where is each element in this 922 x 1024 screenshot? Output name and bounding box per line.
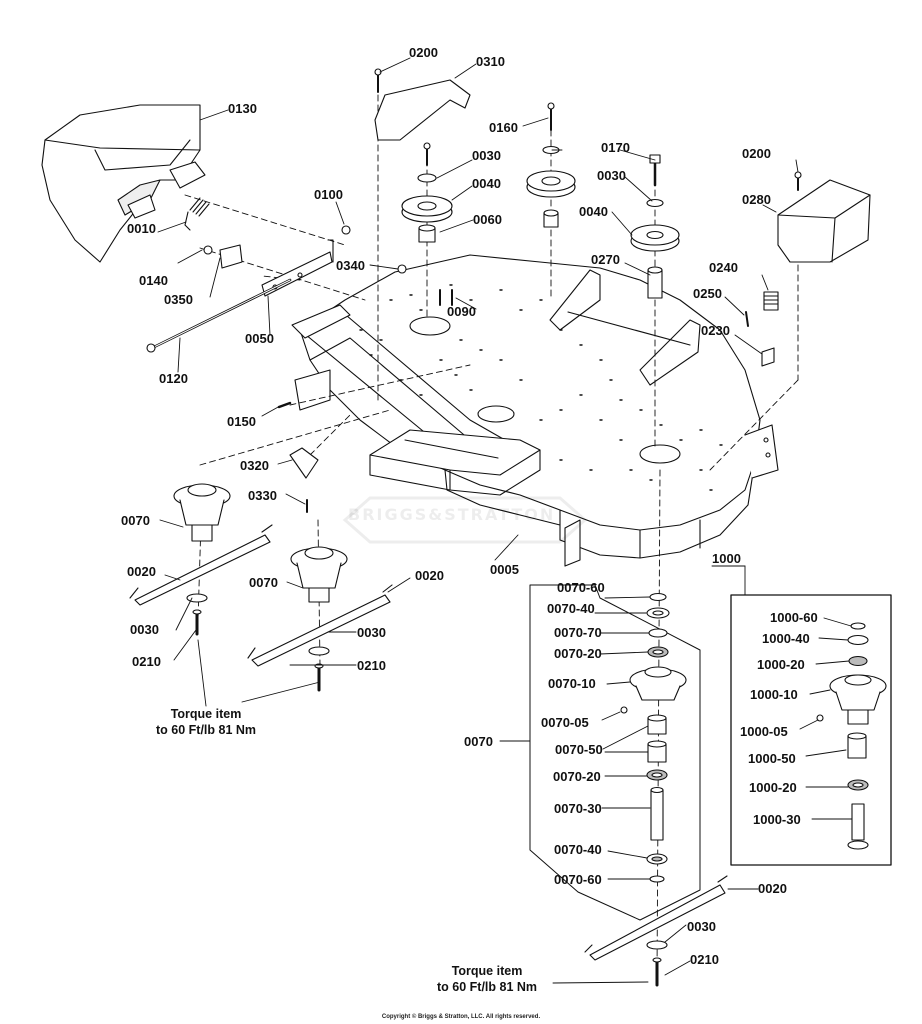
part-label-1000-20[interactable]: 1000-20 xyxy=(749,780,797,795)
part-label-0200[interactable]: 0200 xyxy=(409,45,438,60)
part-label-0070-60[interactable]: 0070-60 xyxy=(557,580,605,595)
part-label-0070-40[interactable]: 0070-40 xyxy=(554,842,602,857)
part-label-0070-20[interactable]: 0070-20 xyxy=(553,769,601,784)
part-label-0070-70[interactable]: 0070-70 xyxy=(554,625,602,640)
part-label-0040[interactable]: 0040 xyxy=(579,204,608,219)
mower-deck-shell xyxy=(291,254,779,567)
spindle-0070-parts xyxy=(620,592,687,883)
part-label-0070-20[interactable]: 0070-20 xyxy=(554,646,602,661)
spindle-1000-parts xyxy=(816,622,887,850)
part-label-0170[interactable]: 0170 xyxy=(601,140,630,155)
part-label-0020[interactable]: 0020 xyxy=(415,568,444,583)
part-label-0160[interactable]: 0160 xyxy=(489,120,518,135)
part-label-0040[interactable]: 0040 xyxy=(472,176,501,191)
part-label-0350[interactable]: 0350 xyxy=(164,292,193,307)
part-label-0130[interactable]: 0130 xyxy=(228,101,257,116)
part-label-0090[interactable]: 0090 xyxy=(447,304,476,319)
brand-watermark-logo xyxy=(342,496,588,544)
part-label-0270[interactable]: 0270 xyxy=(591,252,620,267)
part-label-0070[interactable]: 0070 xyxy=(249,575,278,590)
part-label-0070[interactable]: 0070 xyxy=(464,734,493,749)
brand-watermark-text: BRIGGS&STRATTON xyxy=(348,505,556,524)
part-label-0050[interactable]: 0050 xyxy=(245,331,274,346)
torque-note-left-line2: to 60 Ft/lb 81 Nm xyxy=(156,722,257,737)
part-label-0030[interactable]: 0030 xyxy=(472,148,501,163)
part-label-0250[interactable]: 0250 xyxy=(693,286,722,301)
discharge-chute xyxy=(41,104,206,263)
part-label-0340[interactable]: 0340 xyxy=(336,258,365,273)
part-label-0070-60[interactable]: 0070-60 xyxy=(554,872,602,887)
copyright-notice: Copyright © Briggs & Stratton, LLC. All … xyxy=(381,1014,541,1020)
torque-note-bottom-line1: Torque item xyxy=(451,964,523,978)
part-label-0210[interactable]: 0210 xyxy=(357,658,386,673)
part-label-0030[interactable]: 0030 xyxy=(597,168,626,183)
part-label-0070[interactable]: 0070 xyxy=(121,513,150,528)
idler-pulleys xyxy=(401,102,680,299)
part-label-0150[interactable]: 0150 xyxy=(227,414,256,429)
torque-note-left: Torque item to 60 Ft/lb 81 Nm xyxy=(156,707,256,738)
part-label-1000-60[interactable]: 1000-60 xyxy=(770,610,818,625)
part-label-0100[interactable]: 0100 xyxy=(314,187,343,202)
part-label-1000-50[interactable]: 1000-50 xyxy=(748,751,796,766)
torque-note-bottom: Torque item to 60 Ft/lb 81 Nm xyxy=(437,964,537,995)
part-label-0010[interactable]: 0010 xyxy=(127,221,156,236)
part-label-0030[interactable]: 0030 xyxy=(357,625,386,640)
part-label-0230[interactable]: 0230 xyxy=(701,323,730,338)
part-label-1000-30[interactable]: 1000-30 xyxy=(753,812,801,827)
part-label-0030[interactable]: 0030 xyxy=(130,622,159,637)
torque-note-left-line1: Torque item xyxy=(170,707,242,721)
part-label-0060[interactable]: 0060 xyxy=(473,212,502,227)
part-label-0280[interactable]: 0280 xyxy=(742,192,771,207)
part-label-0070-30[interactable]: 0070-30 xyxy=(554,801,602,816)
part-label-0070-05[interactable]: 0070-05 xyxy=(541,715,589,730)
part-label-0210[interactable]: 0210 xyxy=(132,654,161,669)
part-label-0330[interactable]: 0330 xyxy=(248,488,277,503)
part-label-0120[interactable]: 0120 xyxy=(159,371,188,386)
part-label-0140[interactable]: 0140 xyxy=(139,273,168,288)
part-label-0020[interactable]: 0020 xyxy=(758,881,787,896)
part-label-1000-40[interactable]: 1000-40 xyxy=(762,631,810,646)
part-label-0310[interactable]: 0310 xyxy=(476,54,505,69)
part-label-0030[interactable]: 0030 xyxy=(687,919,716,934)
torque-note-bottom-line2: to 60 Ft/lb 81 Nm xyxy=(437,979,538,994)
left-spindle-group xyxy=(129,483,393,692)
part-label-1000-05[interactable]: 1000-05 xyxy=(740,724,788,739)
part-label-0005[interactable]: 0005 xyxy=(490,562,519,577)
part-label-0070-10[interactable]: 0070-10 xyxy=(548,676,596,691)
part-label-1000-10[interactable]: 1000-10 xyxy=(750,687,798,702)
part-label-0200[interactable]: 0200 xyxy=(742,146,771,161)
part-label-1000-20[interactable]: 1000-20 xyxy=(757,657,805,672)
part-label-0070-40[interactable]: 0070-40 xyxy=(547,601,595,616)
part-label-1000[interactable]: 1000 xyxy=(712,551,741,566)
part-label-0020[interactable]: 0020 xyxy=(127,564,156,579)
part-label-0240[interactable]: 0240 xyxy=(709,260,738,275)
part-label-0210[interactable]: 0210 xyxy=(690,952,719,967)
part-label-0320[interactable]: 0320 xyxy=(240,458,269,473)
part-label-0070-50[interactable]: 0070-50 xyxy=(555,742,603,757)
